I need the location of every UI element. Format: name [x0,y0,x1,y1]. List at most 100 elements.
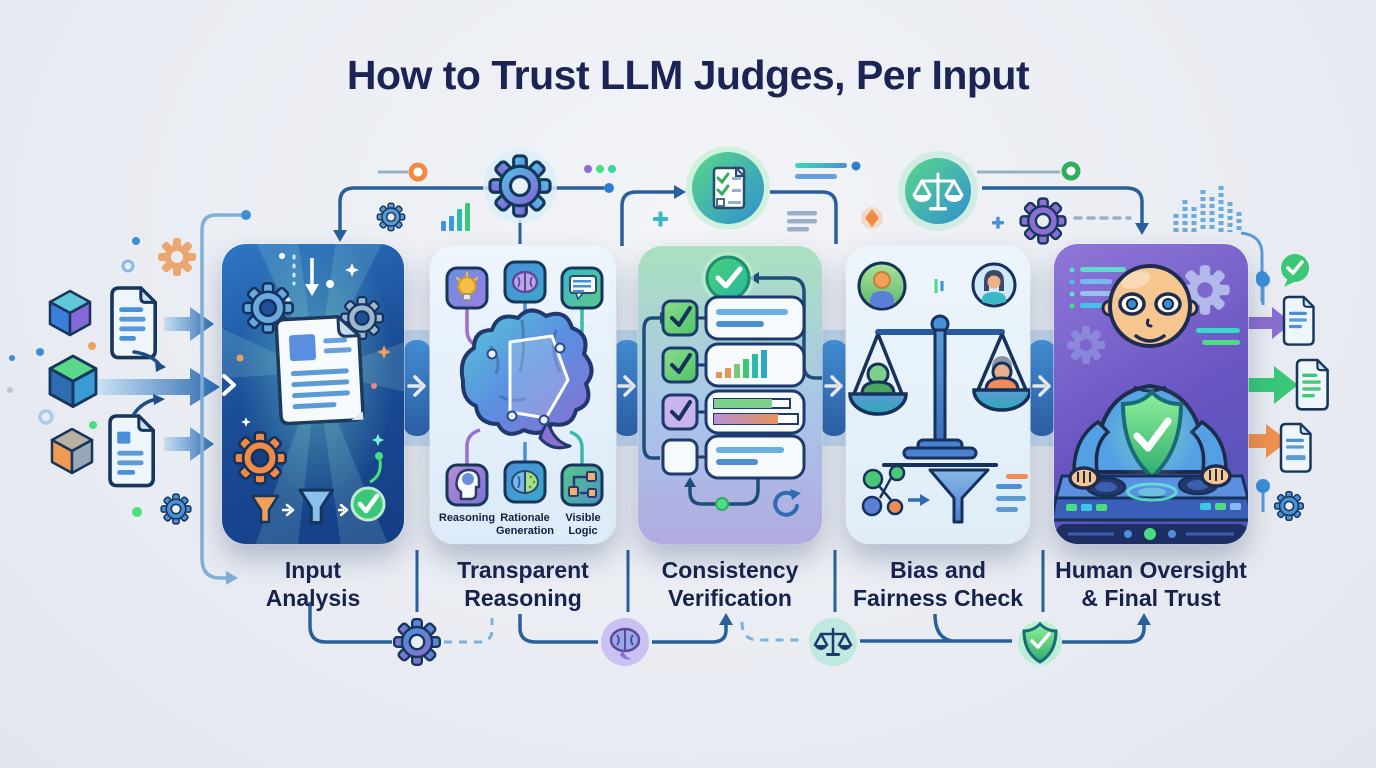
stage-label-transparent-reasoning: Transparent Reasoning [457,557,589,612]
avatar [857,261,907,311]
head-profile-icon [445,463,489,507]
right-arrow-icon [1246,307,1292,339]
sparkle-icon [371,433,385,447]
gear-icon [1274,491,1304,521]
split-brain-icon [503,460,547,504]
flow-line [200,213,241,580]
stage-label-human-oversight: Human Oversight & Final Trust [1055,557,1247,612]
sparkle-icon [241,417,251,427]
gear-icon [393,618,441,666]
cube-icon [48,289,92,337]
sparkle-icon [345,263,359,277]
gear-icon [1067,326,1105,364]
checklist-doc-icon [692,152,764,224]
text-lines-icon [996,474,1028,512]
brain-icon [459,308,594,450]
right-arrow-icon [282,503,295,517]
check-circle-icon [1281,254,1309,287]
menu-lines-icon [787,211,817,232]
funnel-icon [250,494,280,524]
gear-icon [376,202,406,232]
top-flow [333,146,1268,302]
sub-label-reasoning: Reasoning [438,512,496,524]
right-arrow-icon [98,368,220,406]
plus-icon [653,211,668,227]
bar-chart-icon [716,350,767,378]
document-icon [274,314,365,426]
checklist-row [661,389,806,435]
console-keys [1066,503,1241,511]
scatter-dots-icon [861,464,906,517]
check-circle-icon [705,255,751,301]
input-sources [7,210,251,585]
sparkle-icon [865,209,879,227]
shield-check-icon [1022,621,1058,664]
input-analysis-graphic [222,244,404,544]
logic-nodes-icon [560,463,604,507]
gear-icon [158,238,196,276]
panel-bias-fairness [846,246,1030,544]
panel-transparent-reasoning: Reasoning Rationale Generation Visible L… [430,246,616,544]
chevron-right-icon [222,374,236,396]
stage-label-consistency-verification: Consistency Verification [661,557,799,612]
checklist-row [661,342,806,388]
chat-lines-icon [560,266,604,310]
right-arrow-icon [338,503,349,517]
gear-icon [233,431,287,485]
document-icon [108,414,155,488]
refresh-icon [773,489,801,517]
consistency-verification-graphic [642,252,822,517]
output-results [1240,254,1329,521]
shield-check-icon [1120,388,1184,480]
curved-arrow-icon [132,397,159,416]
gear-icon [1180,265,1230,315]
gear-icon [242,281,295,335]
panel-human-oversight [1054,244,1248,544]
checklist-row [661,434,806,480]
funnel-icon [298,488,335,525]
right-arrow-icon [1240,366,1298,404]
gear-icon [160,493,192,525]
bottom-flow [308,550,1151,666]
avatar [971,262,1017,308]
stage-label-bias-fairness: Bias and Fairness Check [852,557,1024,612]
lightbulb-icon [445,266,489,310]
sub-label-rationale-generation: Rationale Generation [495,512,555,537]
transparent-reasoning-graphic [445,260,604,507]
ring-dot-icon [408,162,428,182]
funnel-icon [928,468,990,524]
balance-scale-icon [848,314,1030,467]
sub-label-visible-logic: Visible Logic [565,512,601,537]
check-circle-icon [350,486,386,522]
down-arrow-icon [305,258,319,296]
right-arrow-icon [164,427,214,461]
cube-icon [48,354,98,409]
checklist-row [661,295,806,341]
sparkle-icon [377,345,391,359]
balance-scale-icon [809,618,857,666]
brain-icon [503,260,547,304]
right-arrow-icon [908,494,930,506]
panel-input-analysis [222,244,404,544]
document-icon [1282,295,1315,346]
document-icon [1279,422,1312,473]
pixel-grid-icon [1173,186,1242,232]
stage-label-input-analysis: Input Analysis [265,557,361,612]
gear-icon [1019,197,1067,245]
page-title: How to Trust LLM Judges, Per Input [346,52,1030,98]
plus-icon [992,216,1004,229]
right-arrow-icon [164,307,214,341]
bias-fairness-graphic [848,261,1030,524]
document-icon [1295,358,1329,411]
brain-icon [601,618,649,666]
gear-icon [340,296,384,340]
gear-icon [488,154,552,218]
right-arrow-icon [1240,424,1288,458]
balance-scale-icon [905,158,971,224]
document-icon [110,286,157,360]
panel-consistency-verification [638,246,822,544]
cube-icon [50,427,94,475]
ring-dot-icon [1061,161,1081,181]
bar-chart-icon [441,203,470,231]
